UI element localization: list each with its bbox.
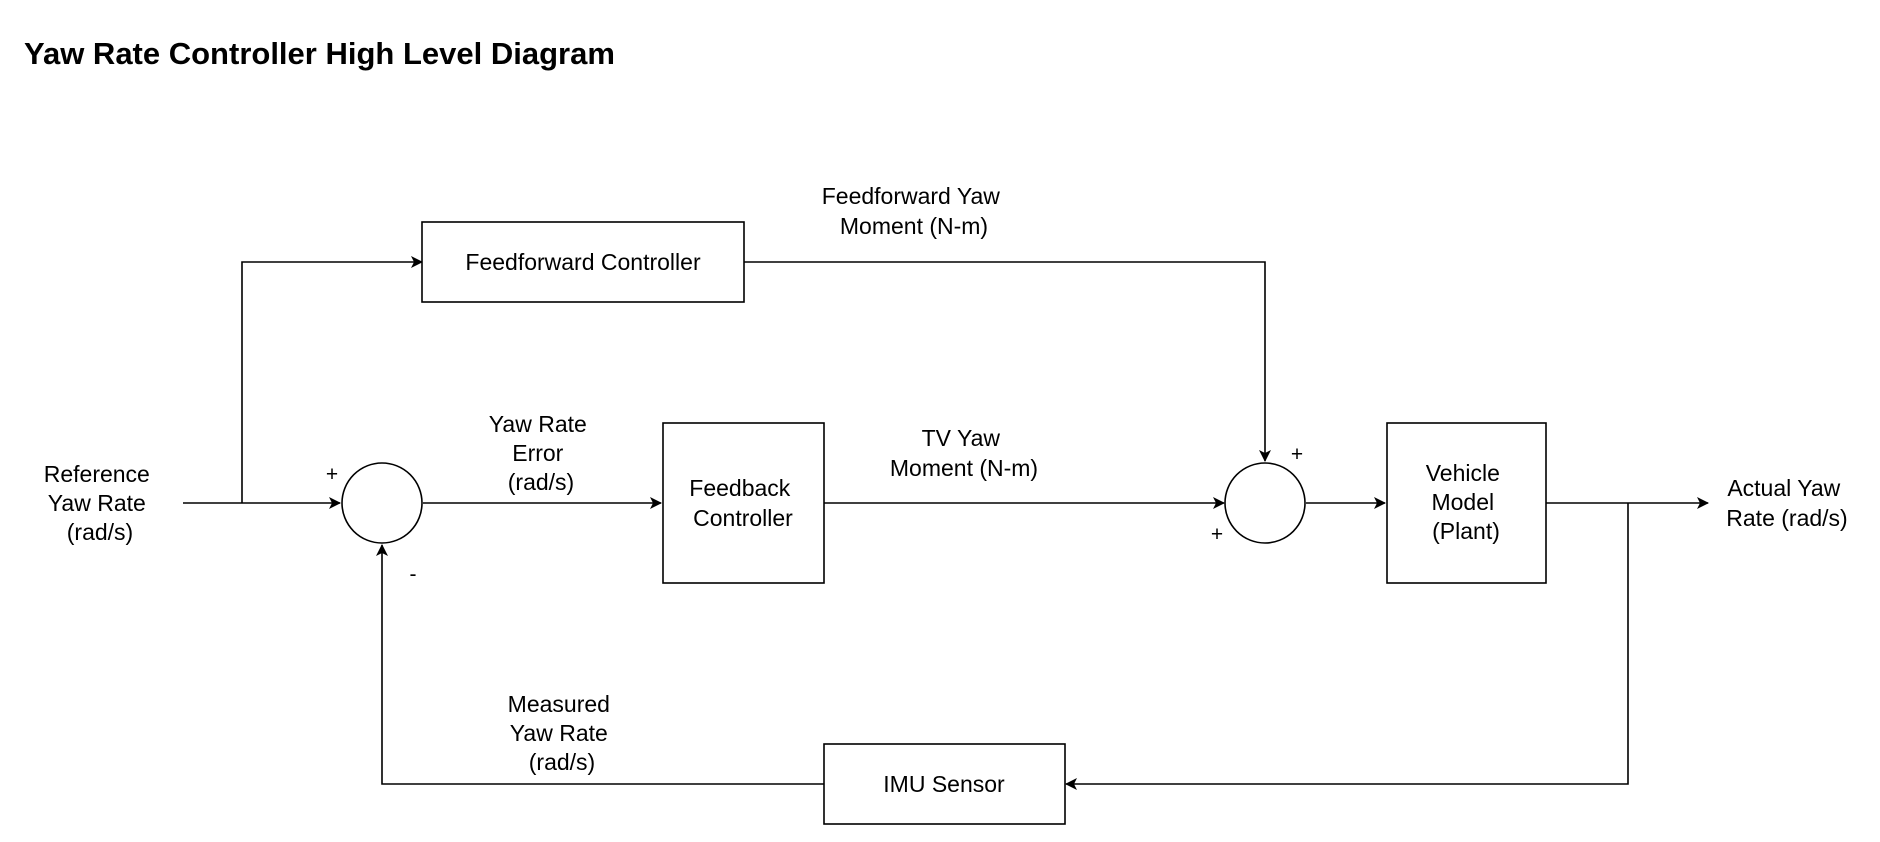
reference-to-feedforward-wire [241,256,423,503]
diagram-title: Yaw Rate Controller High Level Diagram [24,36,615,71]
feedforward-to-moment-sum-wire [744,261,1271,462]
moment-sum-left-plus-sign: + [1211,523,1223,546]
moment-sum-top-plus-sign: + [1291,443,1303,466]
imu-sensor-label: IMU Sensor [883,771,1005,797]
measured-yaw-rate-label: Measured Yaw Rate (rad/s) [508,691,617,775]
error-sum-minus-sign: - [410,563,417,586]
tv-yaw-moment-label: TV Yaw Moment (N-m) [890,425,1038,481]
feedforward-yaw-moment-label: Feedforward Yaw Moment (N-m) [822,183,1007,239]
actual-yaw-rate-label: Actual Yaw Rate (rad/s) [1726,475,1847,531]
moment-summing-junction: + + [1211,443,1306,546]
imu-sensor-block: IMU Sensor [823,743,1066,825]
feedforward-controller-label: Feedforward Controller [465,249,701,275]
feedback-controller-label: Feedback Controller [689,475,796,531]
error-sum-plus-sign: + [326,463,338,486]
feedback-to-sensor-wire [1065,503,1629,790]
yaw-rate-error-label: Yaw Rate Error (rad/s) [489,411,593,495]
vehicle-model-plant-block: Vehicle Model (Plant) [1386,422,1547,584]
reference-yaw-rate-label: Reference Yaw Rate (rad/s) [44,461,157,545]
error-summing-junction: + - [326,462,423,586]
sensor-to-error-sum-wire [376,544,824,785]
vehicle-model-label: Vehicle Model (Plant) [1426,460,1507,544]
feedback-controller-block: Feedback Controller [662,422,825,584]
feedforward-controller-block: Feedforward Controller [421,221,745,303]
